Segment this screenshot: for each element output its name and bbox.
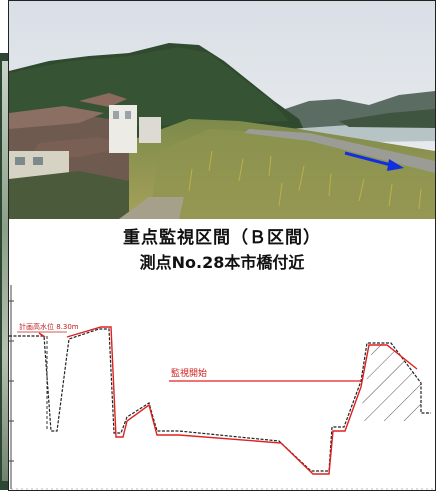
embankment-hatch [359,344,421,421]
ground-profile-line [38,326,418,475]
caption-title: 重点監視区間（Ｂ区間） [123,228,321,248]
monitor-start-label: 監視開始 [171,367,207,379]
figure-panel: 重点監視区間（Ｂ区間） 測点No.28本市橋付近 計画高水位 8.30m 監 [8,0,436,491]
site-photo [9,1,435,219]
caption-location: 測点No.28本市橋付近 [139,253,305,272]
cross-section-diagram: 計画高水位 8.30m 監視開始 [9,285,435,490]
flow-direction-arrow-icon [344,151,404,171]
water-level-label: 計画高水位 8.30m [19,322,79,331]
caption: 重点監視区間（Ｂ区間） 測点No.28本市橋付近 [9,225,435,275]
